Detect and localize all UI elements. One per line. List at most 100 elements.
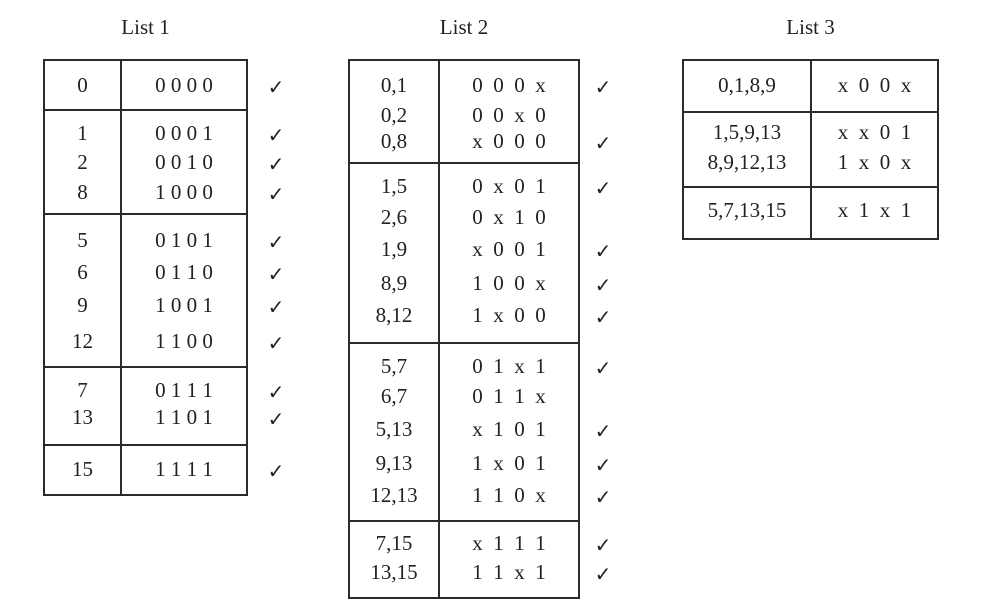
- group-separator: [684, 111, 937, 113]
- minterm-group-cell: 2: [77, 150, 88, 174]
- check-mark-icon: ✓: [267, 262, 285, 286]
- minterm-group-cell: 5: [77, 228, 88, 252]
- binary-pattern-cell: 1 0 0 0: [155, 180, 213, 204]
- binary-pattern-cell: 0 x 1 0: [472, 205, 546, 229]
- group-separator: [45, 213, 246, 215]
- group-separator: [45, 366, 246, 368]
- list-1-title: List 1: [121, 15, 170, 39]
- list-1-column-divider: [120, 61, 122, 494]
- check-mark-icon: ✓: [267, 459, 285, 483]
- binary-pattern-cell: x 0 0 x: [837, 73, 912, 97]
- list-3-table: 0,1,8,9 x 0 0 x 1,5,9,13 x x 0 1 8,9,12,13 1 …: [682, 59, 939, 240]
- binary-pattern-cell: x 1 0 1: [472, 417, 546, 441]
- binary-pattern-cell: 1 0 0 x: [472, 271, 546, 295]
- binary-pattern-cell: 0 0 0 1: [155, 121, 213, 145]
- list-2-column-divider: [438, 61, 440, 597]
- list-3-column-divider: [810, 61, 812, 238]
- binary-pattern-cell: 0 x 0 1: [472, 174, 546, 198]
- binary-pattern-cell: x x 0 1: [837, 120, 912, 144]
- minterm-group-cell: 9,13: [375, 451, 413, 475]
- minterm-group-cell: 7: [77, 378, 88, 402]
- binary-pattern-cell: 1 x 0 1: [472, 451, 546, 475]
- minterm-group-cell: 15: [72, 457, 93, 481]
- minterm-group-cell: 0,2: [380, 103, 408, 127]
- check-mark-icon: ✓: [594, 131, 612, 155]
- check-mark-icon: ✓: [594, 533, 612, 557]
- binary-pattern-cell: x 0 0 0: [472, 129, 546, 153]
- minterm-group-cell: 5,13: [375, 417, 413, 441]
- binary-pattern-cell: 0 0 0 0: [155, 73, 213, 97]
- minterm-group-cell: 8: [77, 180, 88, 204]
- minterm-group-cell: 8,12: [375, 303, 413, 327]
- minterm-group-cell: 9: [77, 293, 88, 317]
- minterm-group-cell: 12,13: [370, 483, 418, 507]
- binary-pattern-cell: 0 1 1 0: [155, 260, 213, 284]
- check-mark-icon: ✓: [594, 176, 612, 200]
- minterm-group-cell: 12: [72, 329, 93, 353]
- check-mark-icon: ✓: [267, 380, 285, 404]
- group-separator: [45, 444, 246, 446]
- check-mark-icon: ✓: [594, 453, 612, 477]
- minterm-group-cell: 0,8: [380, 129, 408, 153]
- group-separator: [350, 162, 578, 164]
- minterm-group-cell: 2,6: [380, 205, 408, 229]
- binary-pattern-cell: 0 1 0 1: [155, 228, 213, 252]
- binary-pattern-cell: 0 0 x 0: [472, 103, 546, 127]
- minterm-group-cell: 0,1,8,9: [718, 73, 776, 97]
- check-mark-icon: ✓: [594, 239, 612, 263]
- binary-pattern-cell: 0 1 1 x: [472, 384, 546, 408]
- minterm-group-cell: 0: [77, 73, 88, 97]
- check-mark-icon: ✓: [594, 562, 612, 586]
- binary-pattern-cell: x 0 0 1: [472, 237, 546, 261]
- check-mark-icon: ✓: [267, 123, 285, 147]
- list-2-table: 0,1 0 0 0 x 0,2 0 0 x 0 0,8 x 0 0 0 1,5 0 x 0 1…: [348, 59, 580, 599]
- minterm-group-cell: 13,15: [370, 560, 418, 584]
- check-mark-icon: ✓: [594, 356, 612, 380]
- check-mark-icon: ✓: [267, 331, 285, 355]
- check-mark-icon: ✓: [267, 152, 285, 176]
- check-mark-icon: ✓: [267, 75, 285, 99]
- binary-pattern-cell: 1 1 x 1: [472, 560, 546, 584]
- binary-pattern-cell: 0 0 0 x: [472, 73, 546, 97]
- binary-pattern-cell: 1 x 0 0: [472, 303, 546, 327]
- check-mark-icon: ✓: [594, 485, 612, 509]
- minterm-group-cell: 1,5: [380, 174, 408, 198]
- binary-pattern-cell: x 1 1 1: [472, 531, 546, 555]
- minterm-group-cell: 8,9: [380, 271, 408, 295]
- group-separator: [45, 109, 246, 111]
- check-mark-icon: ✓: [594, 419, 612, 443]
- minterm-group-cell: 1,9: [380, 237, 408, 261]
- minterm-group-cell: 0,1: [380, 73, 408, 97]
- check-mark-icon: ✓: [267, 407, 285, 431]
- binary-pattern-cell: 0 0 1 0: [155, 150, 213, 174]
- minterm-group-cell: 5,7: [380, 354, 408, 378]
- minterm-group-cell: 5,7,13,15: [707, 198, 787, 222]
- binary-pattern-cell: 1 1 0 0: [155, 329, 213, 353]
- check-mark-icon: ✓: [594, 75, 612, 99]
- check-mark-icon: ✓: [267, 230, 285, 254]
- binary-pattern-cell: 1 1 0 x: [472, 483, 546, 507]
- check-mark-icon: ✓: [267, 295, 285, 319]
- binary-pattern-cell: 0 1 1 1: [155, 378, 213, 402]
- minterm-group-cell: 6,7: [380, 384, 408, 408]
- group-separator: [350, 342, 578, 344]
- binary-pattern-cell: 0 1 x 1: [472, 354, 546, 378]
- binary-pattern-cell: 1 0 0 1: [155, 293, 213, 317]
- check-mark-icon: ✓: [267, 182, 285, 206]
- binary-pattern-cell: x 1 x 1: [837, 198, 912, 222]
- minterm-group-cell: 8,9,12,13: [707, 150, 787, 174]
- minterm-group-cell: 7,15: [375, 531, 413, 555]
- list-2-title: List 2: [439, 15, 489, 39]
- minterm-group-cell: 1,5,9,13: [712, 120, 782, 144]
- binary-pattern-cell: 1 1 0 1: [155, 405, 213, 429]
- binary-pattern-cell: 1 1 1 1: [155, 457, 213, 481]
- minterm-group-cell: 6: [77, 260, 88, 284]
- minterm-group-cell: 13: [72, 405, 93, 429]
- check-mark-icon: ✓: [594, 305, 612, 329]
- group-separator: [684, 186, 937, 188]
- group-separator: [350, 520, 578, 522]
- check-mark-icon: ✓: [594, 273, 612, 297]
- binary-pattern-cell: 1 x 0 x: [837, 150, 912, 174]
